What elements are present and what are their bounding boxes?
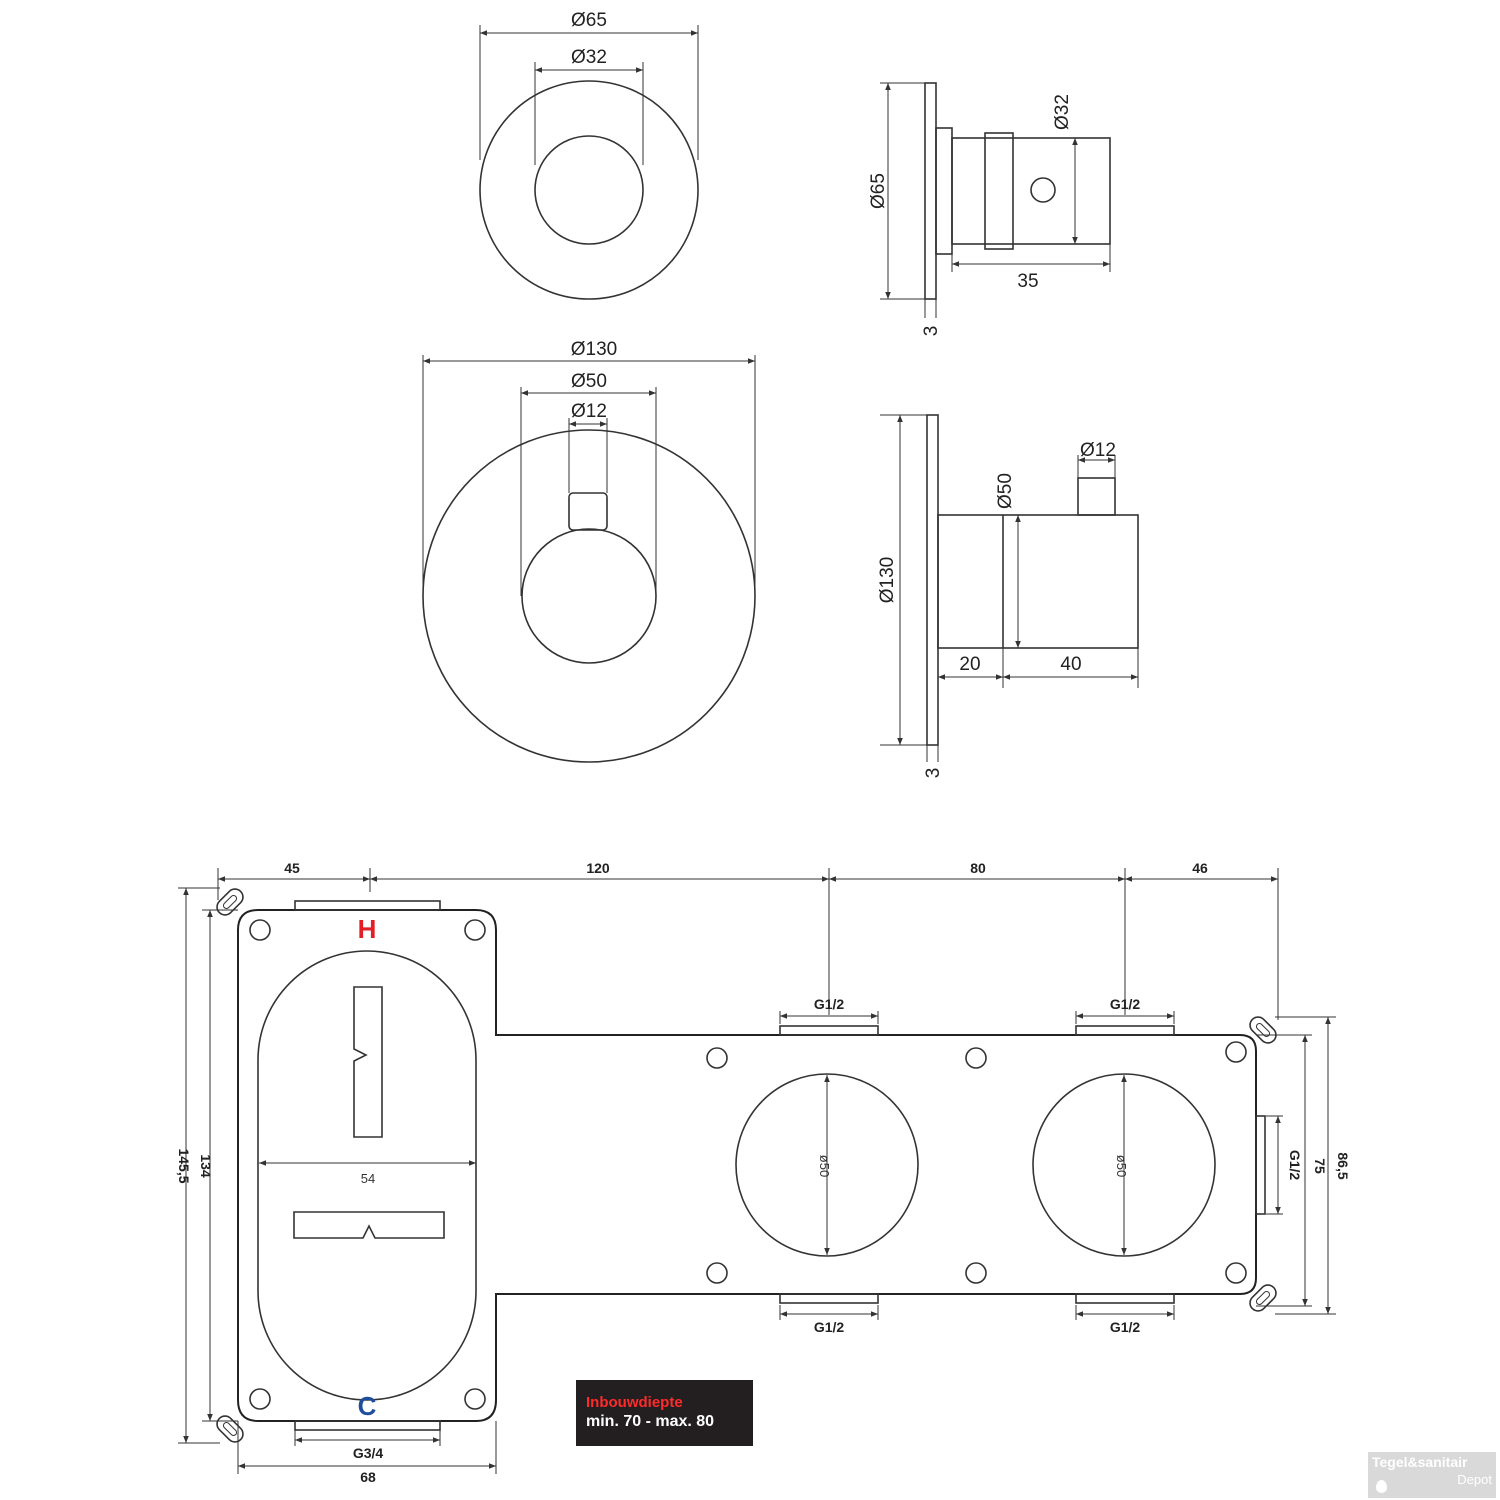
- main-knob-stem-diameter: Ø12: [571, 401, 607, 422]
- top-knob-handle: [534, 135, 644, 245]
- brand-logo-main: Tegel&sanitair: [1372, 1454, 1468, 1470]
- water-drop-icon: [1376, 1480, 1387, 1493]
- box-valve-circle-2: [1032, 1073, 1216, 1257]
- main-knob-side-stem-diameter: Ø12: [1080, 440, 1116, 461]
- top-knob-outer-diameter: Ø65: [571, 10, 607, 31]
- box-valve-circle-1: [735, 1073, 919, 1257]
- brand-logo-sub: Depot: [1457, 1472, 1492, 1487]
- box-top-dim-4: 46: [1192, 860, 1208, 876]
- main-knob-front-view: Ø130 Ø50 Ø12: [422, 339, 756, 763]
- main-knob-side-diameter: Ø50: [995, 473, 1016, 509]
- main-knob-handle: [521, 528, 657, 664]
- mounting-box: 45 120 80 46 54 ø50 ø5: [176, 860, 1351, 1485]
- top-knob-plate-thickness: 3: [921, 326, 942, 337]
- main-knob-rosette: [422, 429, 756, 763]
- main-knob-side-stem: [1077, 477, 1116, 516]
- install-depth-note: Inbouwdiepte min. 70 - max. 80: [576, 1380, 753, 1446]
- main-knob-plate: [926, 414, 939, 746]
- top-knob-plate: [924, 82, 937, 300]
- main-knob-body: [937, 514, 1139, 649]
- top-knob-side-diameter: Ø32: [1052, 94, 1073, 130]
- main-knob-side-view: Ø130 Ø50 Ø12 20 40 3: [877, 414, 1139, 779]
- top-knob-rosette: [479, 80, 699, 300]
- main-knob-depth-1: 20: [959, 654, 980, 675]
- box-right-height-2: 86,5: [1335, 1152, 1351, 1179]
- main-knob-mid-diameter: Ø50: [571, 371, 607, 392]
- install-depth-range: min. 70 - max. 80: [586, 1413, 715, 1430]
- thread-bottom-1: G1/2: [814, 1319, 845, 1335]
- box-circle-diameter-2: ø50: [1114, 1155, 1129, 1177]
- box-outline: [237, 909, 1257, 1422]
- top-knob-plate-diameter: Ø65: [868, 173, 889, 209]
- top-knob-depth: 35: [1017, 271, 1038, 292]
- box-inner-width: 54: [361, 1171, 375, 1186]
- box-top-dim-3: 80: [970, 860, 986, 876]
- box-circle-diameter-1: ø50: [817, 1155, 832, 1177]
- thread-right: G1/2: [1287, 1150, 1303, 1181]
- box-slot-horizontal: [293, 1211, 445, 1239]
- box-height-inner: 134: [198, 1154, 214, 1178]
- cold-label: C: [358, 1391, 377, 1421]
- thread-cold: G3/4: [353, 1445, 384, 1461]
- box-top-dim-2: 120: [586, 860, 610, 876]
- box-width: 68: [360, 1469, 376, 1485]
- thread-top-1: G1/2: [814, 996, 845, 1012]
- install-depth-title: Inbouwdiepte: [586, 1394, 683, 1411]
- top-knob-side-view: Ø65 Ø32 35 3: [868, 82, 1111, 337]
- main-knob-plate-diameter: Ø130: [877, 557, 898, 603]
- box-pill-recess: [257, 950, 477, 1401]
- box-top-dim-1: 45: [284, 860, 300, 876]
- top-knob-hole: [1030, 177, 1056, 203]
- top-knob-body: [951, 137, 1111, 245]
- box-right-height-1: 75: [1312, 1158, 1328, 1174]
- hot-label: H: [358, 914, 377, 944]
- main-knob-outer-diameter: Ø130: [571, 339, 617, 360]
- top-knob-inner-diameter: Ø32: [571, 47, 607, 68]
- main-knob-stem: [568, 492, 608, 531]
- box-slot-vertical: [353, 986, 383, 1138]
- main-knob-depth-2: 40: [1060, 654, 1081, 675]
- thread-bottom-2: G1/2: [1110, 1319, 1141, 1335]
- top-knob-front-view: Ø65 Ø32: [479, 10, 699, 300]
- main-knob-plate-thickness: 3: [923, 768, 944, 779]
- box-height-outer: 145,5: [176, 1148, 192, 1183]
- thread-top-2: G1/2: [1110, 996, 1141, 1012]
- brand-logo: Tegel&sanitair Depot: [1368, 1452, 1496, 1498]
